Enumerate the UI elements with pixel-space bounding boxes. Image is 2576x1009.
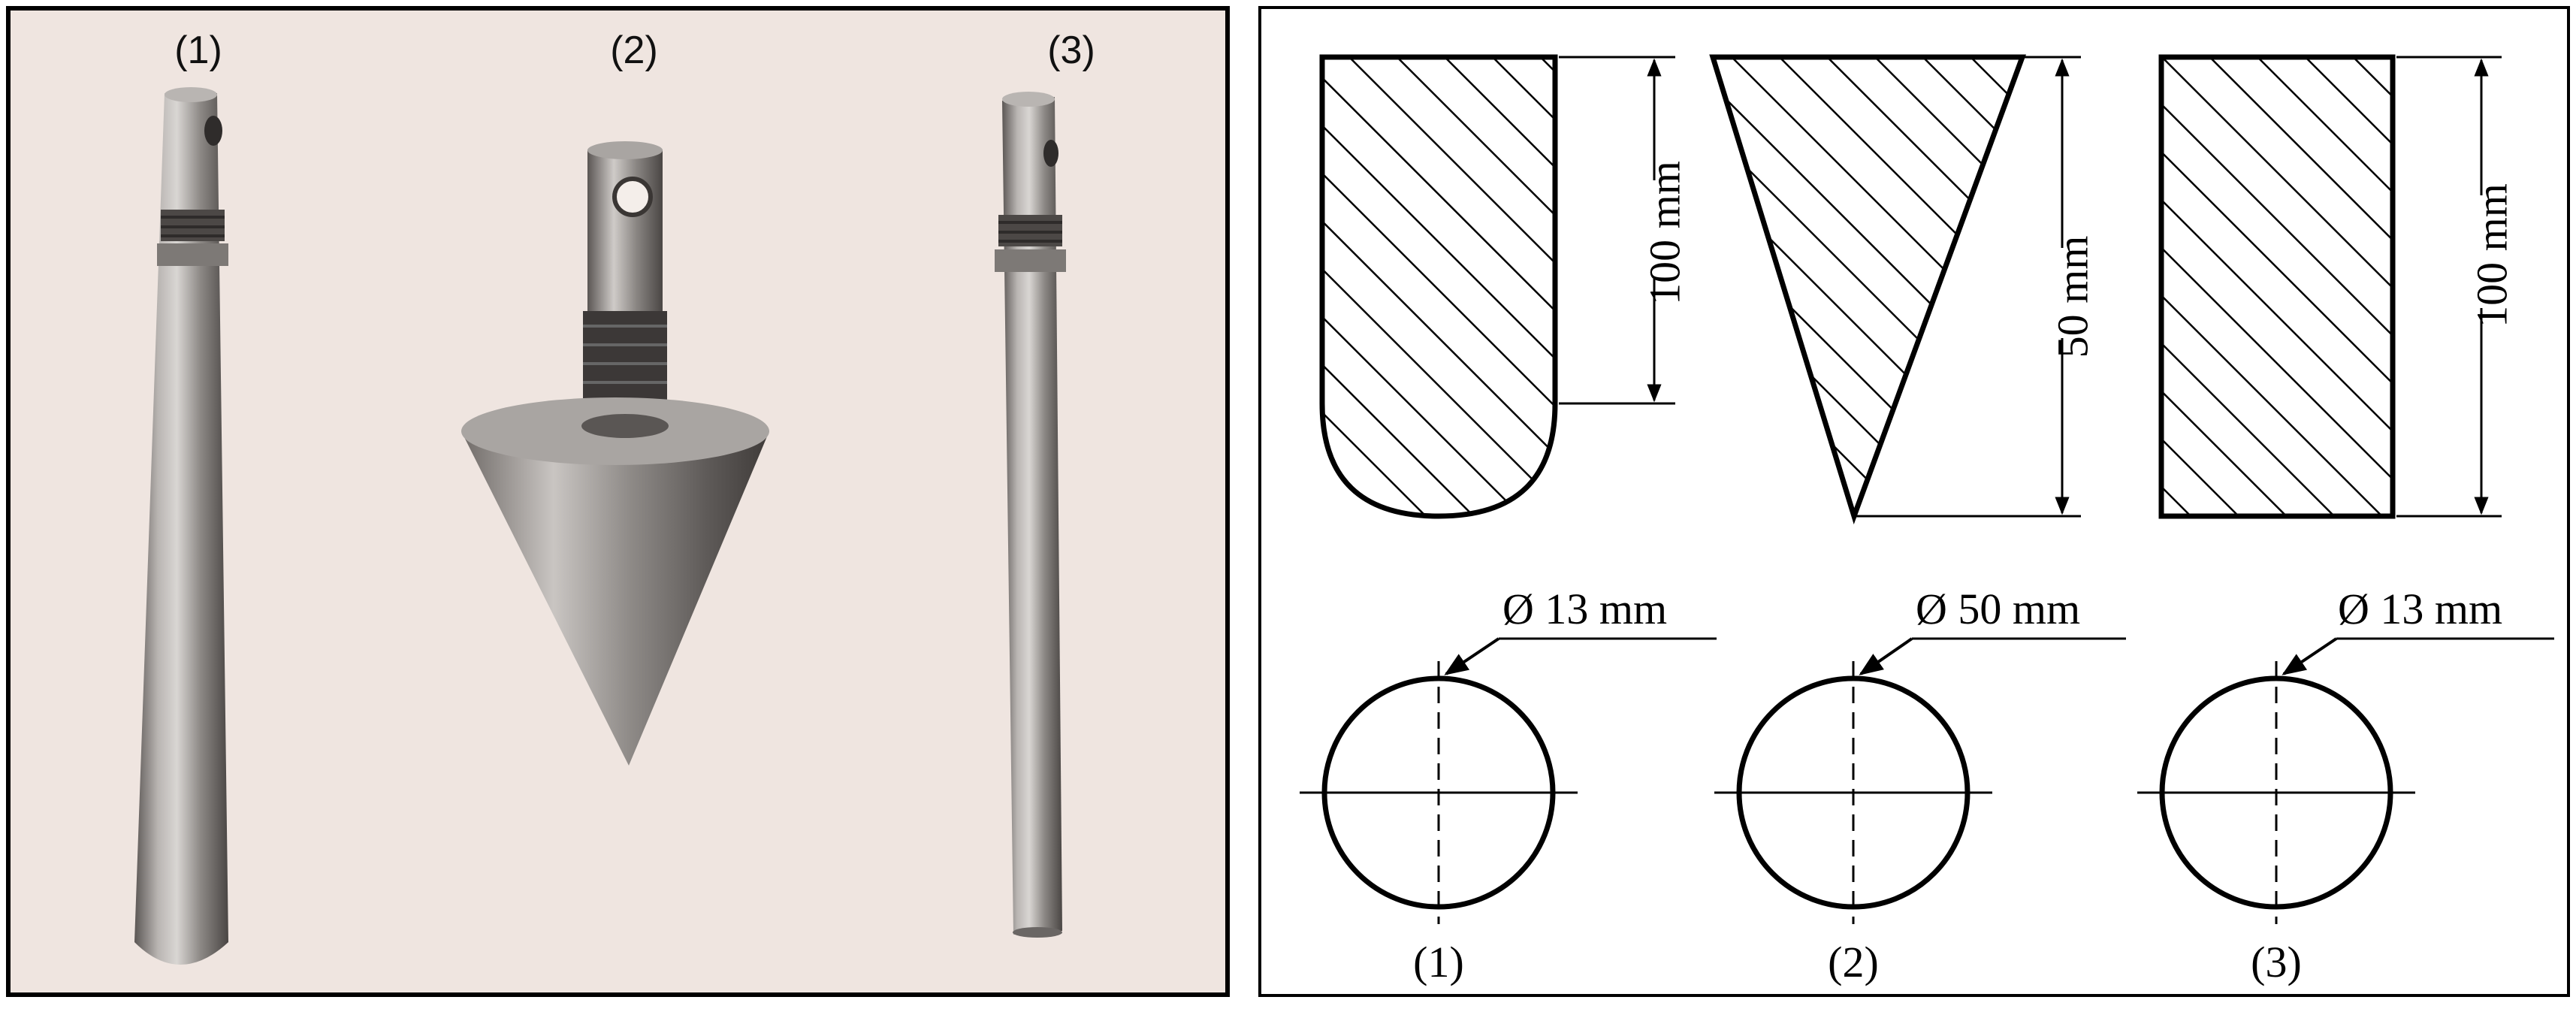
photo-label-3: (3) — [1047, 29, 1095, 72]
drawing-tool-2-profile: 50 mm — [1709, 54, 2097, 524]
cross-section-3: Ø 13 mm (3) — [2137, 585, 2554, 986]
dim-label-tool-3: 100 mm — [2467, 183, 2516, 328]
section-label-3: (3) — [2251, 938, 2302, 986]
photo-tool-1 — [134, 87, 228, 965]
photo-tool-3 — [995, 92, 1066, 938]
drawing-panel: 100 mm 50 mm 100 mm Ø 13 mm — [1258, 6, 2570, 997]
cross-section-2: Ø 50 mm (2) — [1714, 585, 2126, 986]
photo-tool-2 — [461, 141, 769, 766]
section-label-1: (1) — [1413, 938, 1464, 986]
cross-section-1: Ø 13 mm (1) — [1300, 585, 1717, 986]
photo-panel: (1) (2) (3) — [6, 6, 1230, 997]
dim-label-tool-2: 50 mm — [2048, 236, 2097, 358]
diameter-label-2: Ø 50 mm — [1916, 585, 2080, 633]
drawing-tool-1-profile: 100 mm — [1319, 54, 1689, 519]
section-label-2: (2) — [1828, 938, 1879, 986]
photo-svg: (1) (2) (3) — [134, 29, 1095, 965]
photo-label-1: (1) — [174, 29, 222, 72]
photo-label-2: (2) — [610, 29, 658, 72]
diameter-label-3: Ø 13 mm — [2338, 585, 2502, 633]
drawing-tool-3-profile: 100 mm — [2158, 54, 2516, 519]
drawing-svg: 100 mm 50 mm 100 mm Ø 13 mm — [1300, 54, 2554, 986]
diameter-label-1: Ø 13 mm — [1502, 585, 1667, 633]
dim-label-tool-1: 100 mm — [1640, 161, 1689, 305]
